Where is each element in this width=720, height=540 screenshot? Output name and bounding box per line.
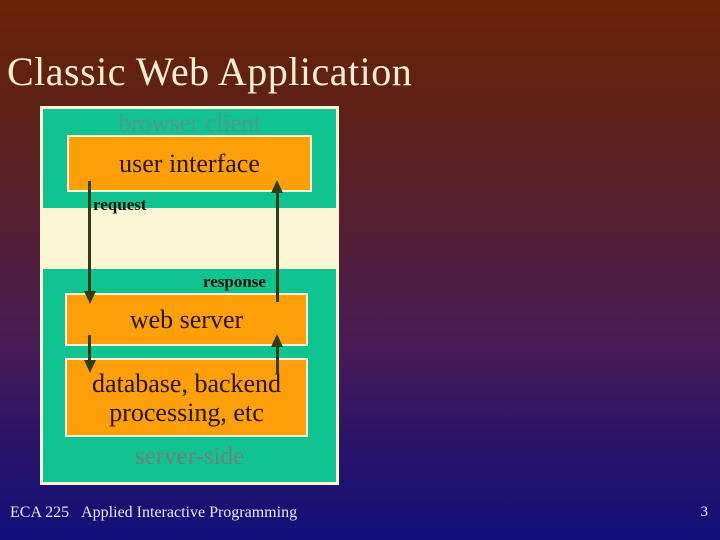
database-label-line1: database, backend <box>91 368 282 398</box>
request-arrow-line <box>88 181 91 291</box>
webserver-to-database-arrow-down-icon <box>84 360 96 373</box>
database-label-line2: processing, etc <box>109 397 264 427</box>
browser-client-label: browser client <box>118 110 261 137</box>
webserver-to-database-arrow-line <box>88 335 91 360</box>
request-label: request <box>93 195 147 214</box>
response-arrow-up-icon <box>271 180 283 193</box>
page-title: Classic Web Application <box>7 49 413 94</box>
database-to-webserver-arrow-line <box>276 347 279 374</box>
server-side-label: server-side <box>134 443 245 470</box>
page-number: 3 <box>700 504 709 520</box>
footer-course-title: Applied Interactive Programming <box>81 504 298 521</box>
response-arrow-line <box>276 193 279 302</box>
footer: ECA 225 Applied Interactive Programming <box>10 504 297 522</box>
web-server-label: web server <box>129 305 244 334</box>
web-server-box: web server <box>65 293 308 346</box>
request-arrow-down-icon <box>84 291 96 304</box>
footer-course-code: ECA 225 <box>10 504 70 521</box>
response-label: response <box>203 272 266 291</box>
database-to-webserver-arrow-up-icon <box>271 334 283 347</box>
user-interface-label: user interface <box>119 149 260 178</box>
database-box: database, backend processing, etc <box>65 358 308 437</box>
